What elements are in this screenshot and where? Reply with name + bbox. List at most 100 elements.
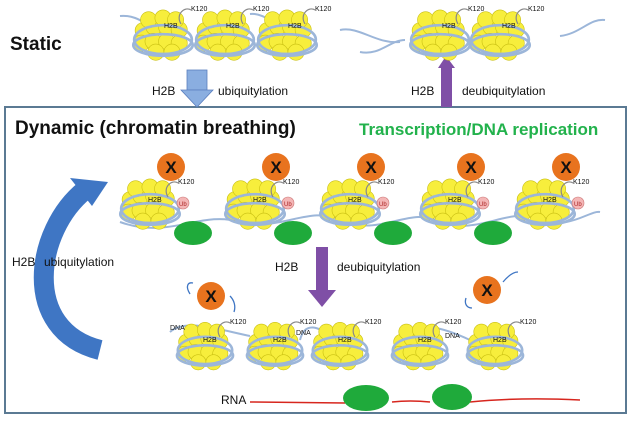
middle-down-arrow-deubiquitylation (308, 247, 336, 307)
left-ubiq-label: ubiquitylation (44, 255, 115, 269)
k120-tail-line (432, 321, 446, 338)
dna-wrap (409, 23, 471, 56)
green-protein (474, 221, 512, 245)
bottom-green-protein-left (343, 385, 389, 411)
dna-wrap (223, 201, 287, 227)
dna-wrap (468, 32, 532, 58)
top-deubiq-label: deubiquitylation (462, 84, 546, 98)
k120-label: K120 (468, 6, 484, 13)
dna-wrap (193, 32, 257, 58)
h2b-label: H2B (448, 197, 462, 204)
h2b-label: H2B (203, 337, 217, 344)
dna-wrap (418, 201, 482, 227)
k120-tail-line (287, 321, 301, 338)
static-title: Static (10, 34, 62, 55)
dna-wrap (176, 335, 234, 366)
dynamic-title: Dynamic (chromatin breathing) (15, 118, 296, 139)
k120-tail-line (455, 8, 469, 25)
dna-wrap (465, 344, 525, 367)
bottom-nucleosome: H2B K120 (310, 319, 381, 371)
ub-circle (571, 196, 585, 210)
h2b-label: H2B (253, 197, 267, 204)
k120-label: K120 (300, 319, 316, 326)
dna-wrap (319, 192, 381, 225)
h2b-label: H2B (493, 337, 507, 344)
ub-circle (476, 196, 490, 210)
motion-arc-right (464, 297, 473, 309)
ub-circle (176, 196, 190, 210)
top-left-nucleosome: H2B K120 (193, 6, 269, 61)
h2b-label: H2B (164, 23, 178, 30)
k120-tail-line (515, 8, 529, 25)
dna-label-2: DNA (296, 330, 311, 337)
h2b-label: H2B (273, 337, 287, 344)
k120-tail-line (365, 181, 379, 198)
k120-tail: K120 (507, 319, 536, 338)
k120-tail: K120 (270, 179, 299, 198)
h2b-label: H2B (338, 337, 352, 344)
dna-wrap (194, 23, 256, 56)
k120-tail: K120 (365, 179, 394, 198)
k120-tail: K120 (165, 179, 194, 198)
x-protein (457, 153, 485, 181)
rna-line-mid (391, 400, 431, 403)
dna-wrap (224, 192, 286, 225)
ub-label: Ub (574, 202, 582, 208)
h2b-label: H2B (543, 197, 557, 204)
h2b-label: H2B (226, 23, 240, 30)
h2b-label: H2B (288, 23, 302, 30)
transcription-title: Transcription/DNA replication (359, 120, 599, 139)
k120-tail-line (302, 8, 316, 25)
x-protein (157, 153, 185, 181)
left-h2b-label: H2B (12, 255, 36, 269)
k120-label: K120 (478, 179, 494, 186)
k120-tail-line (178, 8, 192, 25)
rna-line-left (249, 401, 346, 404)
k120-label: K120 (253, 6, 269, 13)
k120-tail: K120 (302, 6, 331, 25)
dna-wrap (175, 344, 235, 367)
h2b-label: H2B (442, 23, 456, 30)
rna-label: RNA (221, 393, 247, 407)
dna-wrap (246, 335, 304, 366)
dna-label-3: DNA (445, 333, 460, 340)
k120-tail-line (352, 321, 366, 338)
dna-wrap (118, 201, 182, 227)
ub-label: Ub (479, 202, 487, 208)
ub-label: Ub (284, 202, 292, 208)
k120-tail-line (507, 321, 521, 338)
x-label: X (365, 158, 377, 177)
up-arrow-deubiquitylation (438, 56, 455, 107)
k120-label: K120 (445, 319, 461, 326)
k120-label: K120 (191, 6, 207, 13)
ub-circle (376, 196, 390, 210)
dna-wrap (245, 344, 305, 367)
top-h2b-label: H2B (152, 84, 176, 98)
bottom-green-protein-right (432, 384, 472, 410)
k120-tail: K120 (455, 6, 484, 25)
ub-label: Ub (179, 202, 187, 208)
green-protein (174, 221, 212, 245)
dna-wrap (311, 335, 369, 366)
h2b-label: H2B (418, 337, 432, 344)
curved-arrow-head (70, 178, 108, 206)
bottom-nucleosome: H2B K120 (175, 319, 246, 371)
dna-wrap (419, 192, 481, 225)
k120-tail-line (270, 181, 284, 198)
k120-label: K120 (365, 319, 381, 326)
h2b-label: H2B (148, 197, 162, 204)
x-label: X (465, 158, 477, 177)
curved-ubiquitylation-arrow (33, 182, 103, 360)
x-protein (262, 153, 290, 181)
k120-label: K120 (230, 319, 246, 326)
dna-wrap (391, 335, 449, 366)
k120-label: K120 (178, 179, 194, 186)
top-right-nucleosome: H2B K120 (408, 6, 484, 61)
k120-label: K120 (283, 179, 299, 186)
